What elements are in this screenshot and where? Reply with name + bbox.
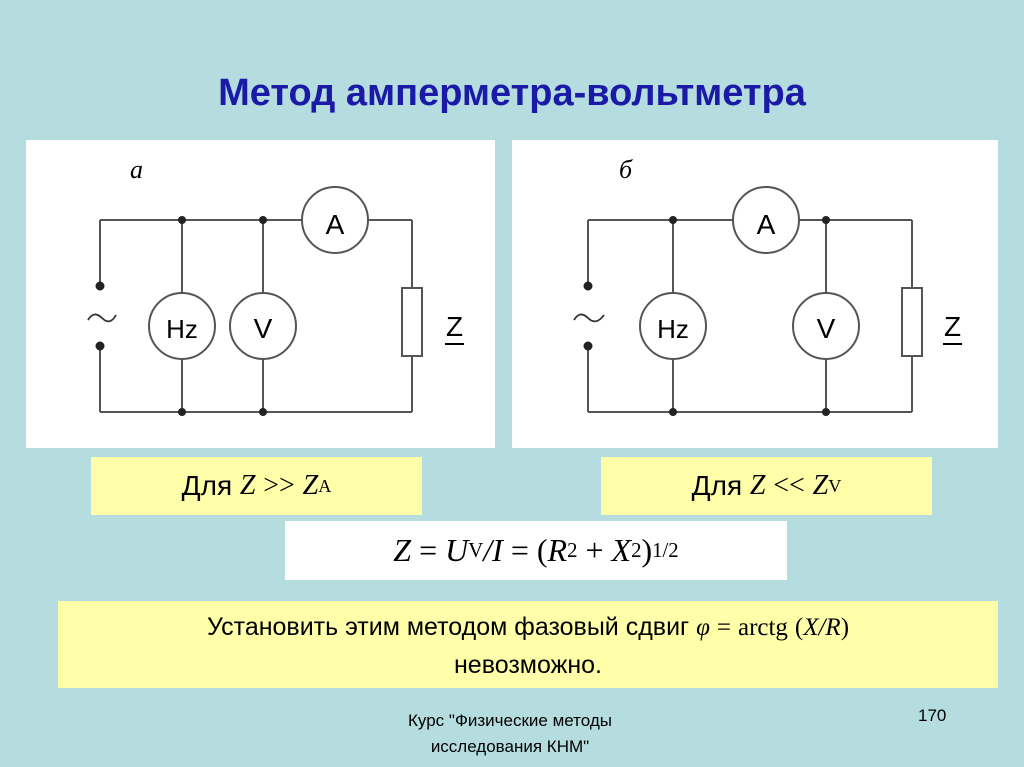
junction-dot (259, 216, 267, 224)
formula-close: ) (641, 532, 653, 568)
junction-dot (669, 216, 677, 224)
circuit-label-a: а (130, 155, 143, 184)
circuit-panel-a: а A (26, 140, 495, 448)
ammeter-b (732, 186, 800, 254)
condition-op: << (773, 470, 805, 501)
ac-source-icon (87, 313, 117, 323)
ammeter-label-b: A (757, 209, 776, 240)
note-phi: φ (696, 614, 710, 641)
frequency-meter-label-a: Hz (166, 314, 198, 344)
circuit-diagram-b: б A Hz V (573, 155, 962, 416)
voltmeter-a (229, 292, 297, 360)
source-terminal-top (583, 281, 593, 291)
formula-r-exp: 2 (567, 538, 578, 562)
formula-z: Z (393, 532, 412, 568)
condition-op: >> (263, 470, 295, 501)
note-eq: = (716, 614, 732, 641)
condition-rhs: Z (812, 470, 829, 501)
formula-x-exp: 2 (631, 538, 642, 562)
note-arg: X/R (803, 614, 841, 641)
junction-dot (822, 216, 830, 224)
load-label-b: Z (944, 311, 961, 342)
note-arg-open: ( (794, 614, 804, 641)
junction-dot (259, 408, 267, 416)
note-func: arctg (737, 614, 788, 641)
formula-outer-exp: 1/2 (652, 538, 679, 562)
condition-prefix: Для (181, 470, 233, 501)
condition-rhs-sub: A (318, 475, 332, 496)
condition-var: Z (239, 470, 256, 501)
page-number: 170 (918, 706, 947, 725)
condition-prefix: Для (691, 470, 743, 501)
condition-var: Z (749, 470, 766, 501)
note-line-1: Установить этим методом фазовый сдвиг φ … (58, 613, 998, 642)
formula-open: ( (536, 532, 548, 568)
frequency-meter-a (148, 292, 216, 360)
circuit-panel-b: б A Hz V (512, 140, 998, 448)
junction-dot (178, 216, 186, 224)
phase-shift-note: Установить этим методом фазовый сдвиг φ … (58, 601, 998, 688)
frequency-meter-label-b: Hz (657, 314, 689, 344)
formula-u-sub: V (468, 538, 484, 562)
load-resistor-a (401, 287, 423, 357)
load-resistor-b (901, 287, 923, 357)
footer-line-1: Курс "Физические методы (408, 711, 612, 730)
slide-title: Метод амперметра-вольтметра (218, 72, 806, 114)
source-terminal-bottom (583, 341, 593, 351)
note-arg-close: ) (840, 614, 850, 641)
circuit-label-b: б (619, 155, 633, 184)
junction-dot (669, 408, 677, 416)
note-line-2: невозможно. (454, 651, 602, 679)
formula-u: U (445, 532, 469, 568)
formula-eq2: = (510, 532, 529, 568)
formula-r: R (547, 532, 568, 568)
ammeter-a (301, 186, 369, 254)
source-terminal-top (95, 281, 105, 291)
voltmeter-label-b: V (817, 313, 836, 344)
formula-plus: + (585, 532, 604, 568)
formula-slash-i: /I (483, 532, 503, 568)
course-footer: Курс "Физические методы исследования КНМ… (360, 708, 660, 760)
junction-dot (822, 408, 830, 416)
load-label-a: Z (446, 311, 463, 342)
note-text: Установить этим методом фазовый сдвиг (206, 613, 690, 641)
junction-dot (178, 408, 186, 416)
voltmeter-b (792, 292, 860, 360)
frequency-meter-b (639, 292, 707, 360)
circuit-diagram-a: а A (87, 155, 464, 416)
condition-rhs: Z (302, 470, 319, 501)
formula-x: X (611, 532, 632, 568)
condition-rhs-sub: V (828, 475, 842, 496)
footer-line-2: исследования КНМ" (430, 737, 590, 756)
formula-eq1: = (419, 532, 438, 568)
ac-source-icon (573, 313, 605, 323)
voltmeter-label-a: V (254, 313, 273, 344)
ammeter-label-a: A (326, 209, 345, 240)
source-terminal-bottom (95, 341, 105, 351)
